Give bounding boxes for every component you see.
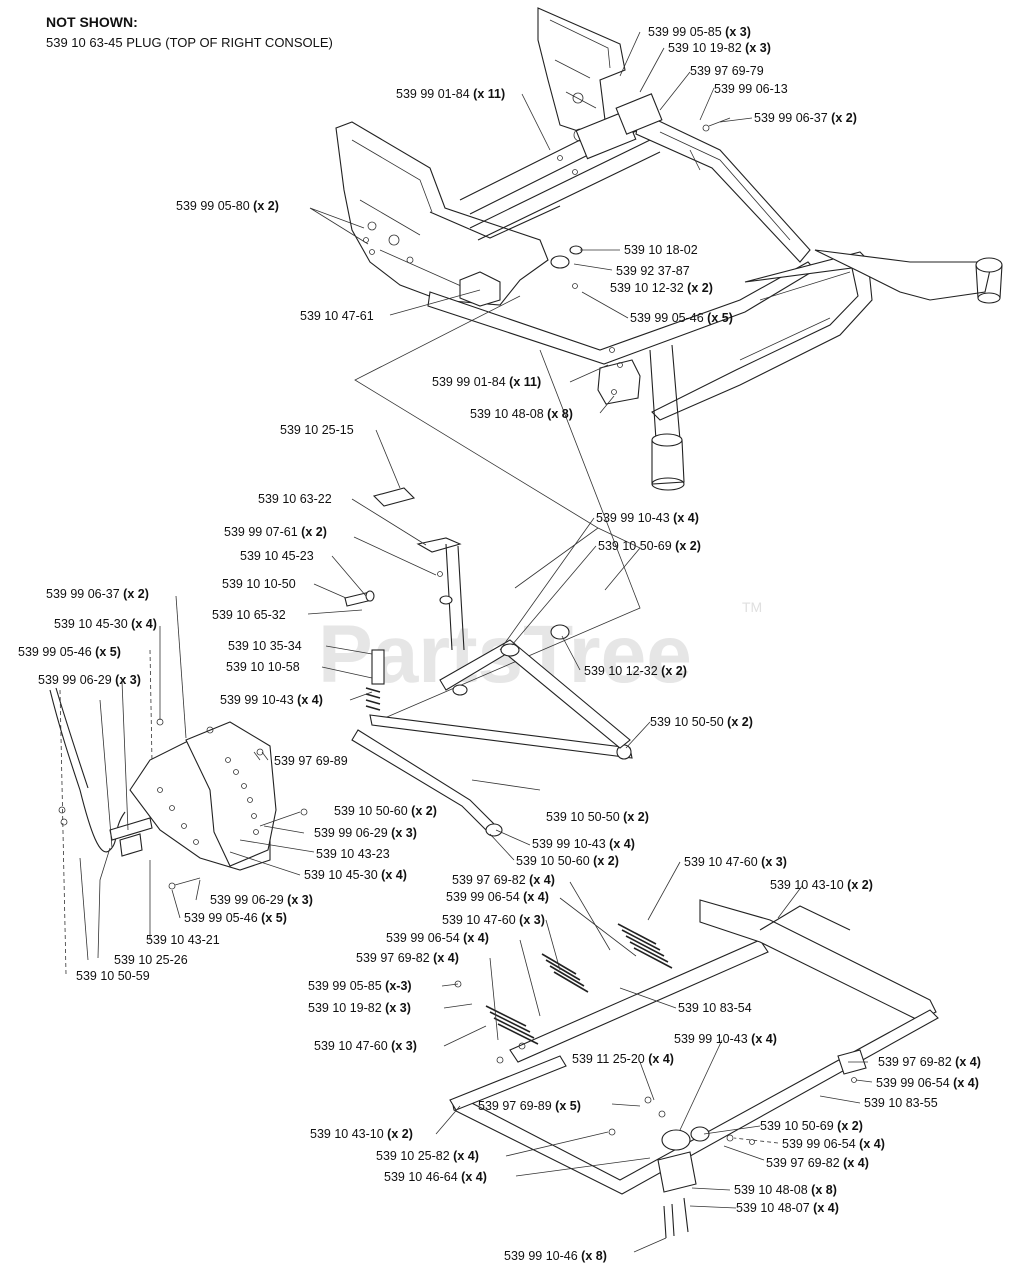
callout-label: 539 10 50-59 — [76, 969, 150, 983]
callout-label: 539 10 25-82 (x 4) — [376, 1149, 479, 1163]
callout-label: 539 99 05-46 (x 5) — [18, 645, 121, 659]
callout-label: 539 97 69-82 (x 4) — [878, 1055, 981, 1069]
callout-label: 539 10 12-32 (x 2) — [584, 664, 687, 678]
leader-lines — [59, 31, 873, 1253]
callout-label: 539 10 25-26 — [114, 953, 188, 967]
callout-label: 539 99 05-46 (x 5) — [184, 911, 287, 925]
callout-label: 539 10 43-21 — [146, 933, 220, 947]
callout-label: 539 99 10-43 (x 4) — [532, 837, 635, 851]
callout-label: 539 10 50-69 (x 2) — [598, 539, 701, 553]
phantom-lines — [354, 295, 641, 721]
callout-label: 539 10 19-82 (x 3) — [308, 1001, 411, 1015]
callout-label: 539 92 37-87 — [616, 264, 690, 278]
callout-label: 539 10 48-08 (x 8) — [470, 407, 573, 421]
callout-label: 539 99 06-54 (x 4) — [446, 890, 549, 904]
callout-label: 539 10 45-30 (x 4) — [54, 617, 157, 631]
callout-label: 539 10 50-50 (x 2) — [650, 715, 753, 729]
callout-label: 539 10 47-61 — [300, 309, 374, 323]
callout-label: 539 10 43-10 (x 2) — [770, 878, 873, 892]
callout-label: 539 97 69-82 (x 4) — [766, 1156, 869, 1170]
callout-label: 539 10 48-08 (x 8) — [734, 1183, 837, 1197]
callout-label: 539 97 69-82 (x 4) — [356, 951, 459, 965]
callout-label: 539 97 69-82 (x 4) — [452, 873, 555, 887]
callout-label: 539 99 06-29 (x 3) — [314, 826, 417, 840]
callout-label: 539 10 45-30 (x 4) — [304, 868, 407, 882]
callout-label: 539 10 83-55 — [864, 1096, 938, 1110]
callout-label: 539 99 06-29 (x 3) — [210, 893, 313, 907]
callout-label: 539 10 43-10 (x 2) — [310, 1127, 413, 1141]
callout-label: 539 99 07-61 (x 2) — [224, 525, 327, 539]
callout-label: 539 99 06-54 (x 4) — [386, 931, 489, 945]
not-shown-title: NOT SHOWN: — [46, 14, 138, 30]
callout-label: 539 11 25-20 (x 4) — [572, 1052, 674, 1066]
main-frame-drawing — [335, 7, 1003, 491]
callout-label: 539 99 05-85 (x-3) — [308, 979, 412, 993]
callout-label: 539 99 06-37 (x 2) — [754, 111, 857, 125]
callout-label: 539 99 10-46 (x 8) — [504, 1249, 607, 1263]
pedal-linkage-drawing — [49, 487, 633, 890]
callout-label: 539 97 69-89 — [274, 754, 348, 768]
callout-label: 539 99 01-84 (x 11) — [396, 87, 505, 101]
lower-linkage-drawing — [449, 899, 939, 1239]
callout-label: 539 10 47-60 (x 3) — [684, 855, 787, 869]
callout-label: 539 10 46-64 (x 4) — [384, 1170, 487, 1184]
not-shown-line: 539 10 63-45 PLUG (TOP OF RIGHT CONSOLE) — [46, 35, 333, 50]
watermark: PartsTree TM — [318, 599, 762, 700]
callout-label: 539 99 06-54 (x 4) — [876, 1076, 979, 1090]
callout-label: 539 99 05-85 (x 3) — [648, 25, 751, 39]
watermark-tm: TM — [742, 599, 762, 615]
callout-label: 539 10 47-60 (x 3) — [442, 913, 545, 927]
callout-label: 539 10 10-50 — [222, 577, 296, 591]
callout-label: 539 10 19-82 (x 3) — [668, 41, 771, 55]
callout-label: 539 10 25-15 — [280, 423, 354, 437]
callout-label: 539 97 69-89 (x 5) — [478, 1099, 581, 1113]
callout-label: 539 10 50-50 (x 2) — [546, 810, 649, 824]
callout-label: 539 99 10-43 (x 4) — [674, 1032, 777, 1046]
callout-label: 539 10 65-32 — [212, 608, 286, 622]
callout-labels: 539 99 05-85 (x 3) 539 10 19-82 (x 3) 53… — [18, 25, 981, 1263]
callout-label: 539 99 05-46 (x 5) — [630, 311, 733, 325]
callout-label: 539 99 06-37 (x 2) — [46, 587, 149, 601]
callout-label: 539 99 06-54 (x 4) — [782, 1137, 885, 1151]
callout-label: 539 10 18-02 — [624, 243, 698, 257]
callout-label: 539 10 83-54 — [678, 1001, 752, 1015]
callout-label: 539 10 63-22 — [258, 492, 332, 506]
callout-label: 539 10 10-58 — [226, 660, 300, 674]
callout-label: 539 99 10-43 (x 4) — [220, 693, 323, 707]
callout-label: 539 10 35-34 — [228, 639, 302, 653]
callout-label: 539 10 50-60 (x 2) — [516, 854, 619, 868]
callout-label: 539 10 50-69 (x 2) — [760, 1119, 863, 1133]
callout-label: 539 10 47-60 (x 3) — [314, 1039, 417, 1053]
callout-label: 539 10 12-32 (x 2) — [610, 281, 713, 295]
callout-label: 539 99 06-13 — [714, 82, 788, 96]
callout-label: 539 99 01-84 (x 11) — [432, 375, 541, 389]
callout-label: 539 10 50-60 (x 2) — [334, 804, 437, 818]
callout-label: 539 10 48-07 (x 4) — [736, 1201, 839, 1215]
callout-label: 539 99 05-80 (x 2) — [176, 199, 279, 213]
callout-label: 539 10 43-23 — [316, 847, 390, 861]
callout-label: 539 99 10-43 (x 4) — [596, 511, 699, 525]
callout-label: 539 10 45-23 — [240, 549, 314, 563]
callout-label: 539 97 69-79 — [690, 64, 764, 78]
callout-label: 539 99 06-29 (x 3) — [38, 673, 141, 687]
